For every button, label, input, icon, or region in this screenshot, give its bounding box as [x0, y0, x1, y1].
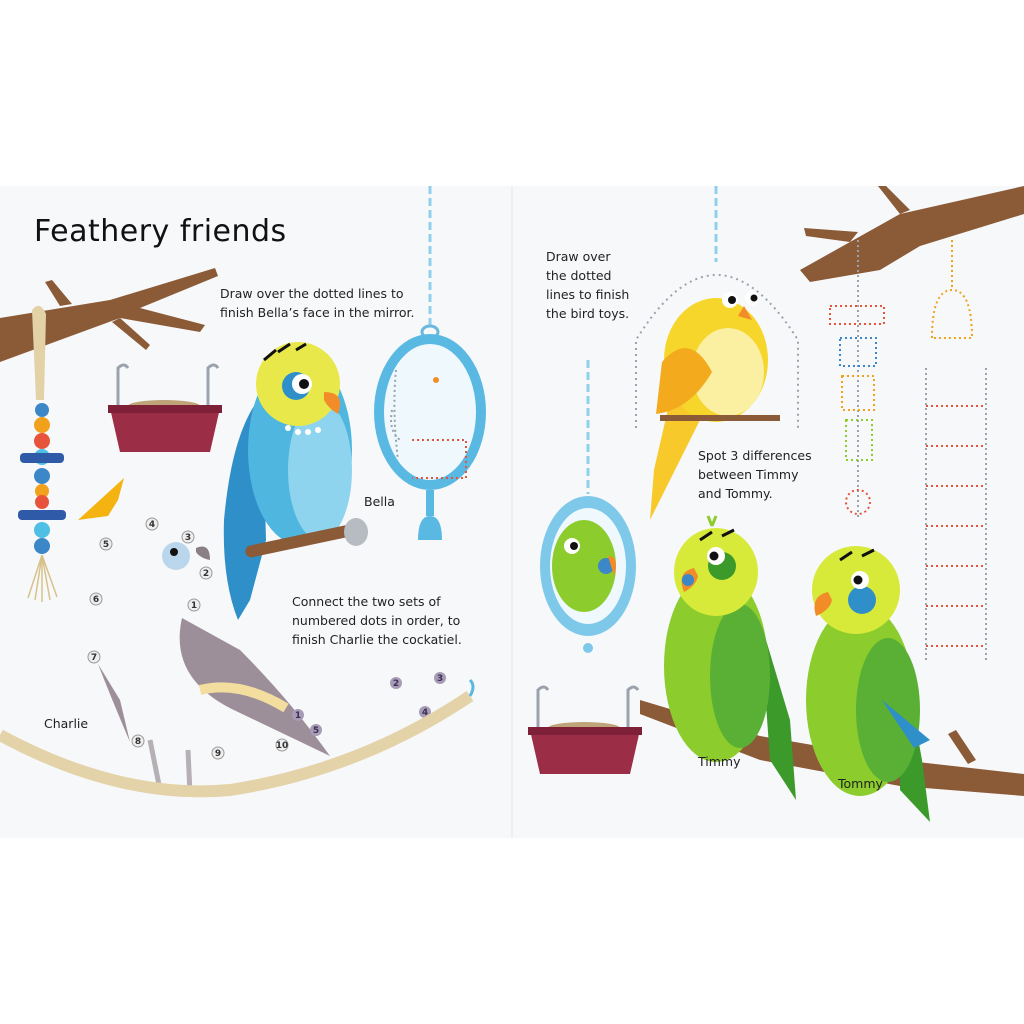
label-timmy: Timmy	[698, 754, 741, 769]
branch-right	[800, 186, 1024, 282]
svg-text:3: 3	[437, 674, 443, 684]
svg-text:7: 7	[91, 653, 97, 663]
svg-text:10: 10	[276, 741, 289, 751]
bella-budgie	[223, 342, 352, 620]
seed-tray-left	[108, 363, 222, 452]
charlie-cockatiel	[78, 478, 330, 795]
rope-perch	[0, 678, 475, 798]
timmy-budgie	[664, 515, 796, 800]
svg-text:1: 1	[295, 711, 301, 721]
bella-perch	[245, 518, 368, 558]
svg-text:2: 2	[393, 679, 399, 689]
swing-chain	[635, 186, 799, 428]
bead-toy	[18, 305, 66, 602]
mirror-left	[374, 334, 486, 540]
instruction-toys: Draw over the dotted lines to finish the…	[546, 249, 630, 321]
instruction-mirror: Draw over the dotted lines to finish Bel…	[220, 286, 415, 320]
label-charlie: Charlie	[44, 716, 89, 731]
mirror-right	[540, 360, 636, 653]
mirror-chain-left	[420, 186, 440, 340]
tommy-budgie	[806, 546, 930, 822]
svg-text:5: 5	[103, 540, 109, 550]
branch-bottom-right	[640, 700, 1024, 796]
svg-text:4: 4	[149, 520, 155, 530]
svg-text:6: 6	[93, 595, 99, 605]
svg-text:9: 9	[215, 749, 221, 759]
page-title: Feathery friends	[34, 214, 287, 249]
dotted-toys	[829, 240, 987, 662]
instruction-differences: Spot 3 differences between Timmy and Tom…	[698, 448, 812, 501]
svg-text:8: 8	[135, 737, 141, 747]
label-tommy: Tommy	[838, 776, 883, 791]
svg-text:5: 5	[313, 726, 319, 736]
svg-text:1: 1	[191, 601, 197, 611]
label-bella: Bella	[364, 494, 395, 509]
seed-tray-right	[528, 685, 642, 774]
yellow-bird	[650, 291, 780, 520]
instruction-dots: Connect the two sets of numbered dots in…	[292, 594, 462, 647]
number-dots: 1 2 3 4 5 6 7 8 9 10 1 2 3 4 5	[87, 517, 446, 760]
svg-text:2: 2	[203, 569, 209, 579]
svg-text:4: 4	[422, 708, 428, 718]
svg-text:3: 3	[185, 533, 191, 543]
branch-left	[0, 268, 218, 362]
